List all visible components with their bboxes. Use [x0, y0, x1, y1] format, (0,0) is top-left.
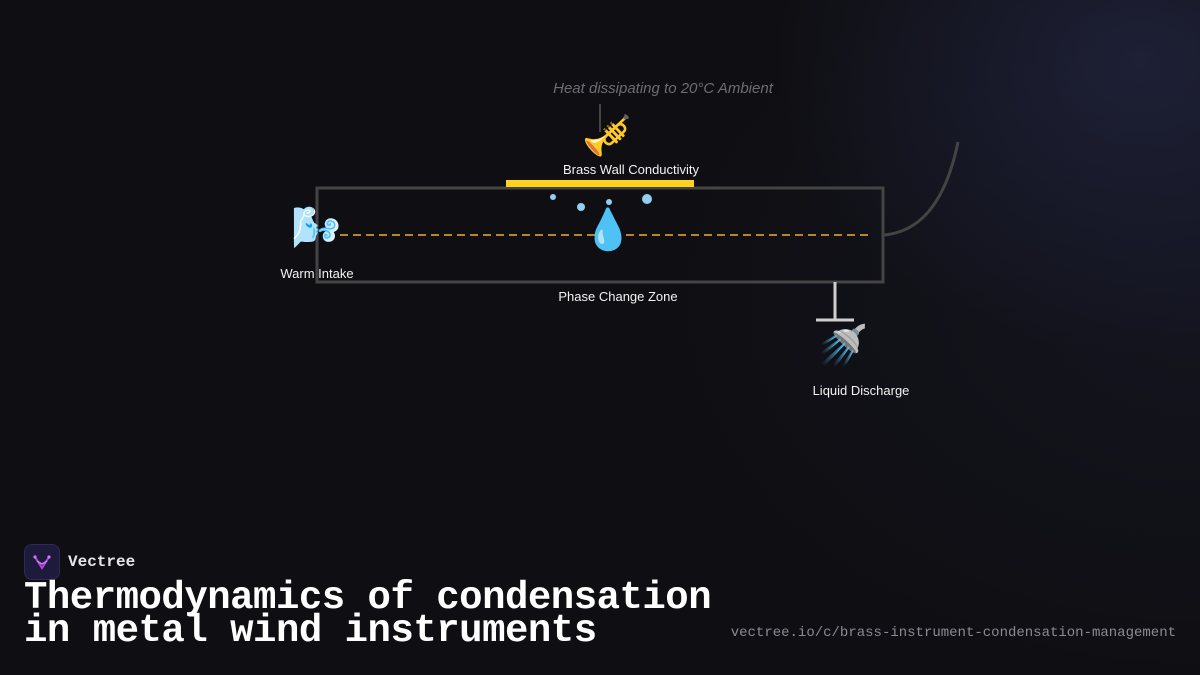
droplet	[606, 199, 612, 205]
brass-wall-bar	[506, 180, 694, 187]
phase-change-label: Phase Change Zone	[558, 289, 678, 304]
ambient-heat-note: Heat dissipating to 20°C Ambient	[553, 80, 773, 97]
liquid-discharge-label: Liquid Discharge	[812, 383, 910, 398]
title-line-1: Thermodynamics of condensation	[24, 576, 712, 620]
tube-outline	[315, 186, 885, 284]
brass-wall-label: Brass Wall Conductivity	[562, 162, 700, 177]
droplet-icon: 💧	[583, 207, 633, 253]
shower-icon: 🚿	[818, 323, 868, 369]
droplet	[577, 203, 585, 211]
title-line-2: in metal wind instruments	[24, 609, 597, 653]
droplet	[550, 194, 556, 200]
droplet	[642, 194, 652, 204]
brand-name: Vectree	[68, 553, 136, 571]
connector-curve	[883, 141, 960, 237]
vectree-logo	[24, 544, 60, 580]
trumpet-icon: 🎺	[582, 113, 632, 159]
source-url: vectree.io/c/brass-instrument-condensati…	[730, 625, 1176, 641]
brand: Vectree	[24, 544, 135, 580]
warm-intake-label: Warm Intake	[280, 266, 354, 281]
page-title: Thermodynamics of condensation in metal …	[24, 576, 712, 653]
wind-icon: 🌬️	[291, 205, 341, 251]
